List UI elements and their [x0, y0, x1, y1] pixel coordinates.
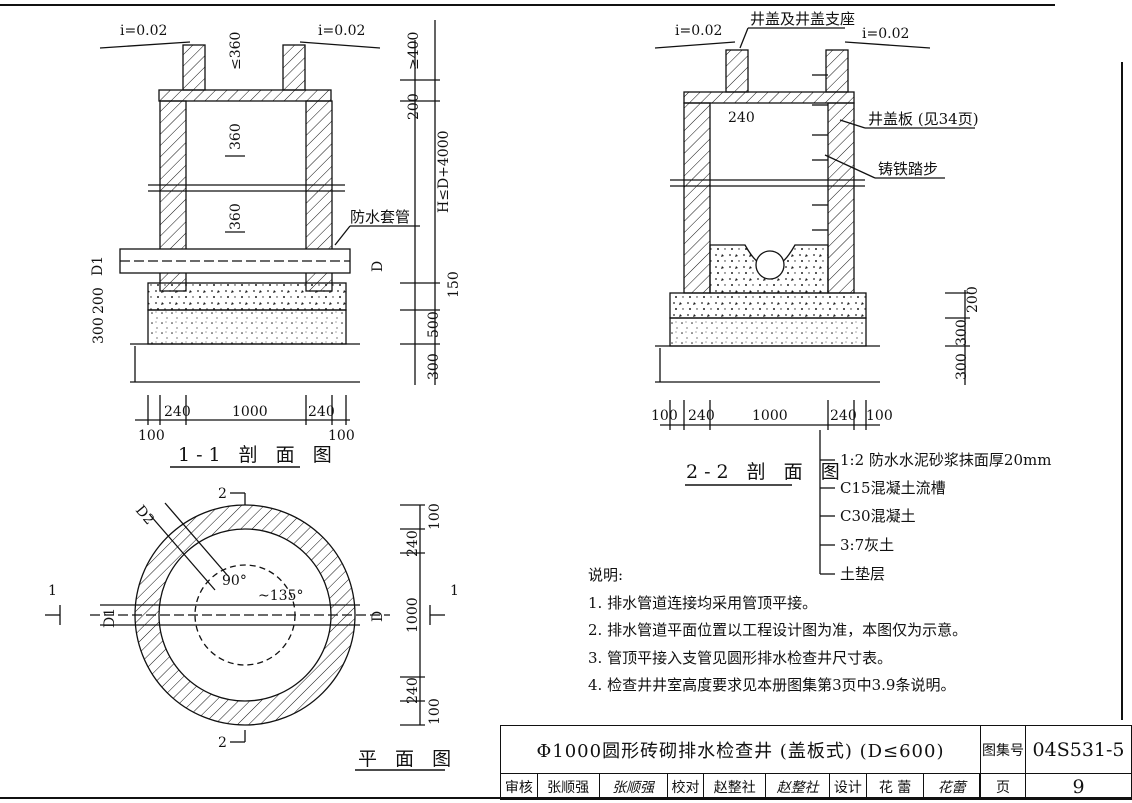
page-label: 页	[979, 773, 1027, 800]
notes-heading: 说明:	[588, 566, 624, 584]
slope-label-1b: i=0.02	[318, 23, 365, 39]
reviewer-name: 张顺强	[536, 773, 600, 800]
dim-240-top: 240	[728, 110, 755, 126]
notes: 说明: 1. 排水管道连接均采用管顶平接。 2. 排水管道平面位置以工程设计图为…	[588, 562, 1008, 700]
dim-300-right: 300	[426, 353, 442, 380]
cut-2-top: 2	[218, 486, 227, 502]
dim-wall-r: 240	[308, 404, 335, 420]
checker-name: 赵整社	[703, 773, 767, 800]
plan-dim-1000: 1000	[405, 597, 421, 633]
atlas-number: 04S531-5	[1025, 725, 1132, 774]
legend-item-3: C30混凝土	[840, 507, 916, 525]
plan-d: D	[370, 611, 386, 622]
plan-view	[45, 492, 445, 771]
pipe-out-label: D	[370, 261, 386, 272]
step-callout: 铸铁踏步	[878, 160, 938, 178]
checker-signature: 赵整社	[765, 773, 831, 800]
reviewer-signature: 张顺强	[598, 773, 668, 800]
dim-edge-r: 100	[328, 428, 355, 444]
angle-90: 90°	[222, 573, 247, 589]
plan-dim-240b: 240	[405, 677, 421, 704]
legend-item-2: C15混凝土流槽	[840, 479, 946, 497]
sleeve-callout: 防水套管	[350, 208, 410, 226]
check-label: 校对	[666, 773, 705, 800]
dim-500: 500	[426, 311, 442, 338]
dim-200-left: 200	[91, 287, 107, 314]
dim-slab: 200	[406, 93, 422, 120]
note-item-4: 4. 检查井井室高度要求见本册图集第3页中3.9条说明。	[588, 676, 956, 694]
designer-name: 花 蕾	[865, 773, 925, 800]
dim-edge-l: 100	[138, 428, 165, 444]
angle-135: ~135°	[258, 588, 303, 604]
plan-title: 平 面 图	[358, 748, 457, 770]
note-item-1: 1. 排水管道连接均采用管顶平接。	[588, 593, 818, 612]
dim-edge-l-s2: 100	[651, 408, 678, 424]
section-2-2	[654, 27, 975, 575]
dim-inner: 1000	[232, 404, 268, 420]
dim-step2: 360	[228, 203, 244, 230]
dim-top: ≥400	[406, 32, 422, 70]
plan-dim-240a: 240	[405, 530, 421, 557]
note-item-3: 3. 管顶平接入支管见圆形排水检查井尺寸表。	[588, 648, 893, 667]
dim-edge-r-s2: 100	[866, 408, 893, 424]
dim-300-left: 300	[91, 317, 107, 344]
note-item-2: 2. 排水管道平面位置以工程设计图为准，本图仅为示意。	[588, 621, 968, 639]
legend-item-1: 1:2 防水水泥砂浆抹面厚20mm	[840, 451, 1051, 469]
slope-label-2a: i=0.02	[675, 23, 722, 39]
dim-150: 150	[446, 271, 462, 298]
cut-1-right: 1	[450, 583, 459, 599]
cover-callout: 井盖及井盖支座	[750, 10, 855, 28]
dim-300-s2: 300	[954, 319, 970, 346]
dim-300b-s2: 300	[954, 353, 970, 380]
slope-label-2b: i=0.02	[862, 26, 909, 42]
dim-step1: 360	[228, 123, 244, 150]
dim-cover: ≤360	[228, 32, 244, 70]
plan-d2: D2	[132, 502, 157, 528]
cut-2-bottom: 2	[218, 735, 227, 751]
dim-wall-l: 240	[164, 404, 191, 420]
design-label: 设计	[829, 773, 867, 800]
dim-height: H≤D+4000	[436, 130, 452, 213]
slab-callout: 井盖板 (见34页)	[868, 110, 979, 128]
review-label: 审核	[500, 773, 538, 800]
pipe-in-label: D1	[90, 256, 106, 276]
legend-item-5: 土垫层	[840, 565, 885, 583]
section-2-title: 2-2 剖 面 图	[686, 461, 846, 483]
section-1-1	[99, 20, 440, 468]
legend-item-4: 3:7灰土	[840, 536, 894, 554]
cut-1-left: 1	[48, 583, 57, 599]
dim-inner-s2: 1000	[752, 408, 788, 424]
designer-signature: 花蕾	[923, 773, 980, 800]
plan-d1: D1	[102, 608, 118, 628]
plan-dim-100a: 100	[427, 503, 443, 530]
slope-label-1a: i=0.02	[120, 23, 167, 39]
dim-wall-l-s2: 240	[688, 408, 715, 424]
plan-dim-100b: 100	[427, 698, 443, 725]
title-block: Φ1000圆形砖砌排水检查井 (盖板式) (D≤600) 图集号 04S531-…	[500, 725, 1132, 800]
atlas-label: 图集号	[979, 725, 1027, 774]
dim-wall-r-s2: 240	[830, 408, 857, 424]
section-1-title: 1-1 剖 面 图	[178, 444, 338, 466]
page-number: 9	[1025, 773, 1132, 800]
drawing-title: Φ1000圆形砖砌排水检查井 (盖板式) (D≤600)	[500, 725, 981, 774]
dim-200-s2: 200	[965, 286, 981, 313]
